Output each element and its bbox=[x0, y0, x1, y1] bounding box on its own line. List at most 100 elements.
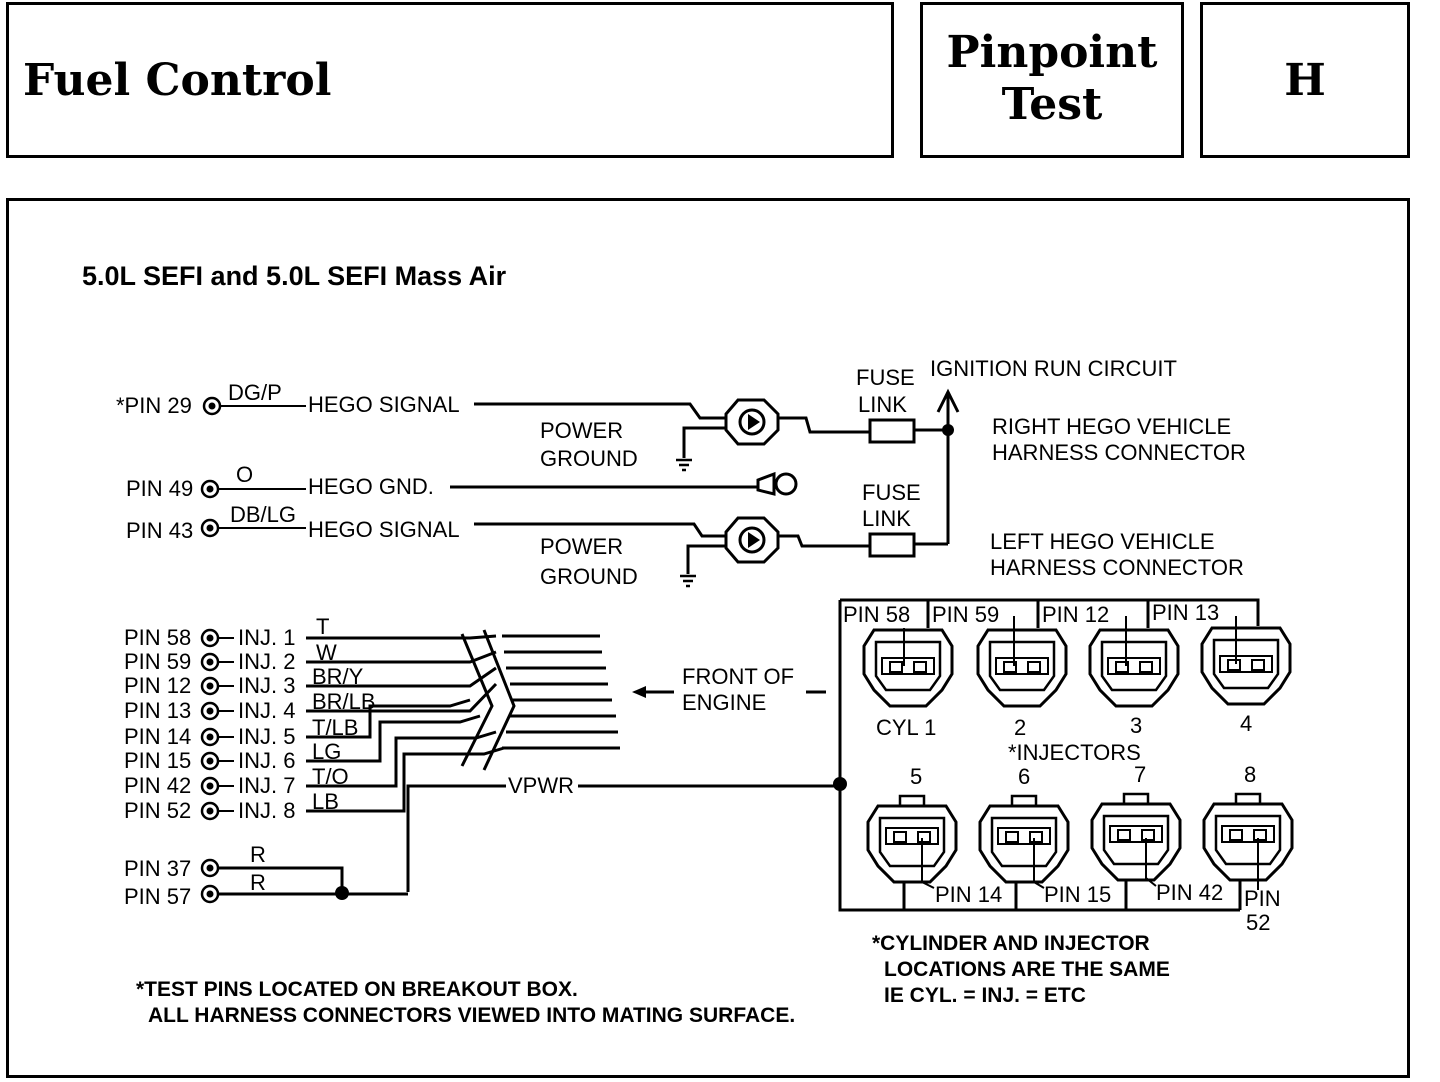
power-label-left: POWER bbox=[540, 534, 623, 559]
ground-icon bbox=[678, 574, 698, 588]
note-test-line2: ALL HARNESS CONNECTORS VIEWED INTO MATIN… bbox=[148, 1004, 795, 1027]
harness-bundle bbox=[460, 629, 620, 771]
injector-5-connector bbox=[866, 794, 958, 884]
injector-connectors: PIN 58 PIN 59 PIN 12 PIN 13 CYL 1 2 3 4 … bbox=[838, 598, 1294, 935]
left-hego-line1: LEFT HEGO VEHICLE bbox=[990, 529, 1215, 554]
right-hego-connector bbox=[724, 398, 780, 446]
harness-break-icon bbox=[460, 629, 516, 771]
injector-pin-terminal bbox=[200, 801, 220, 821]
inj7-pin-label: PIN 42 bbox=[1156, 880, 1223, 905]
injector-wire-color: BR/LB bbox=[312, 689, 376, 714]
injector-wire-color: LB bbox=[312, 789, 339, 814]
injector-wire bbox=[306, 666, 497, 688]
pin-37-terminal bbox=[200, 858, 220, 878]
cyl-7-label: 7 bbox=[1134, 762, 1146, 787]
pin-57-wire-color: R bbox=[250, 870, 266, 895]
injector-pin-terminal bbox=[200, 652, 220, 672]
right-fuse-wire bbox=[778, 416, 870, 434]
pin-49-terminal bbox=[200, 479, 220, 499]
pin-37-wire bbox=[218, 866, 344, 892]
injector-wire bbox=[306, 634, 497, 640]
injector-label: INJ. 3 bbox=[238, 673, 295, 698]
pin-57-label: PIN 57 bbox=[124, 884, 191, 909]
note-cyl-line1: *CYLINDER AND INJECTOR bbox=[872, 932, 1150, 955]
injector-top-pins bbox=[903, 616, 1237, 666]
injector-bottom-pins bbox=[921, 838, 1259, 890]
cyl-5-label: 5 bbox=[910, 764, 922, 789]
left-link-label: LINK bbox=[862, 506, 911, 531]
test-label-line1: Pinpoint bbox=[946, 27, 1158, 78]
injector-6-connector bbox=[978, 794, 1070, 884]
injector-label: INJ. 6 bbox=[238, 748, 295, 773]
left-fuse-label: FUSE bbox=[862, 480, 921, 505]
injector-pin-label: PIN 58 bbox=[124, 625, 191, 650]
test-code: H bbox=[1284, 55, 1326, 106]
vpwr-label: VPWR bbox=[508, 773, 574, 798]
injector-wire bbox=[306, 698, 471, 739]
pin-37-label: PIN 37 bbox=[124, 856, 191, 881]
injector-label: INJ. 1 bbox=[238, 625, 295, 650]
pin-29-signal-label: HEGO SIGNAL bbox=[308, 392, 460, 417]
pin-43-terminal bbox=[200, 518, 220, 538]
injector-8-connector bbox=[1202, 792, 1294, 882]
injector-wire-color: T/O bbox=[312, 764, 349, 789]
hego-left-ground-wire bbox=[686, 544, 730, 574]
header-code-box: H bbox=[1200, 2, 1410, 158]
arrow-left-icon bbox=[632, 686, 646, 698]
cyl-2-label: 2 bbox=[1014, 715, 1026, 740]
ground-label-left: GROUND bbox=[540, 564, 638, 589]
injector-wire-color: BR/Y bbox=[312, 664, 364, 689]
injectors-label: *INJECTORS bbox=[1008, 740, 1141, 765]
inj2-pin-label: PIN 59 bbox=[932, 602, 999, 627]
hego-right-ground-wire bbox=[682, 426, 730, 458]
injector-pin-terminal bbox=[200, 727, 220, 747]
injector-pin-terminal bbox=[200, 628, 220, 648]
injector-1-connector bbox=[862, 628, 954, 708]
engine-label: ENGINE bbox=[682, 690, 766, 715]
cyl-1-label: CYL 1 bbox=[876, 715, 936, 740]
pin-29-label: *PIN 29 bbox=[116, 393, 192, 418]
ground-eyelet-ring bbox=[774, 472, 798, 496]
injector-label: INJ. 8 bbox=[238, 798, 295, 823]
note-test-line1: *TEST PINS LOCATED ON BREAKOUT BOX. bbox=[136, 978, 578, 1001]
r-junction bbox=[335, 886, 349, 900]
inj1-pin-label: PIN 58 bbox=[843, 602, 910, 627]
injector-pin-label: PIN 59 bbox=[124, 649, 191, 674]
ground-label-right: GROUND bbox=[540, 446, 638, 471]
right-link-label: LINK bbox=[858, 392, 907, 417]
injector-pin-terminal bbox=[200, 676, 220, 696]
left-hego-connector bbox=[724, 516, 780, 564]
injector-power-bus bbox=[838, 600, 1240, 912]
injector-pin-label: PIN 14 bbox=[124, 724, 191, 749]
diagram-frame bbox=[6, 198, 1410, 1078]
pin-43-wire-color: DB/LG bbox=[230, 502, 296, 527]
inj5-pin-label: PIN 14 bbox=[935, 882, 1002, 907]
injector-wire bbox=[306, 746, 505, 813]
hego-right-signal-wire bbox=[474, 402, 730, 420]
vpwr-riser bbox=[406, 784, 506, 892]
inj3-pin-label: PIN 12 bbox=[1042, 602, 1109, 627]
injector-wire-color: T/LB bbox=[312, 715, 358, 740]
notes: *CYLINDER AND INJECTOR LOCATIONS ARE THE… bbox=[136, 932, 1170, 1027]
pin-29-wire-color: DG/P bbox=[228, 380, 282, 405]
injector-pin-label: PIN 15 bbox=[124, 748, 191, 773]
injector-pin-terminal bbox=[200, 701, 220, 721]
left-fuse-link bbox=[868, 532, 916, 558]
pin-49-label: PIN 49 bbox=[126, 476, 193, 501]
inj8-pin-label-a: PIN bbox=[1244, 886, 1281, 911]
inj8-pin-label-b: 52 bbox=[1246, 910, 1270, 935]
injector-label: INJ. 2 bbox=[238, 649, 295, 674]
injector-pin-label: PIN 13 bbox=[124, 698, 191, 723]
power-label-right: POWER bbox=[540, 418, 623, 443]
pin-29-terminal bbox=[202, 396, 222, 416]
injector-label: INJ. 7 bbox=[238, 773, 295, 798]
pin-49-gnd-label: HEGO GND. bbox=[308, 474, 434, 499]
injector-wire-color: W bbox=[316, 640, 337, 665]
left-hego-line2: HARNESS CONNECTOR bbox=[990, 555, 1244, 580]
pin-57-terminal bbox=[200, 884, 220, 904]
test-label-line2: Test bbox=[1001, 79, 1103, 130]
page-title: Fuel Control bbox=[23, 55, 332, 106]
vpwr-circuit: VPWR PIN 37 R PIN 57 R bbox=[124, 773, 847, 909]
